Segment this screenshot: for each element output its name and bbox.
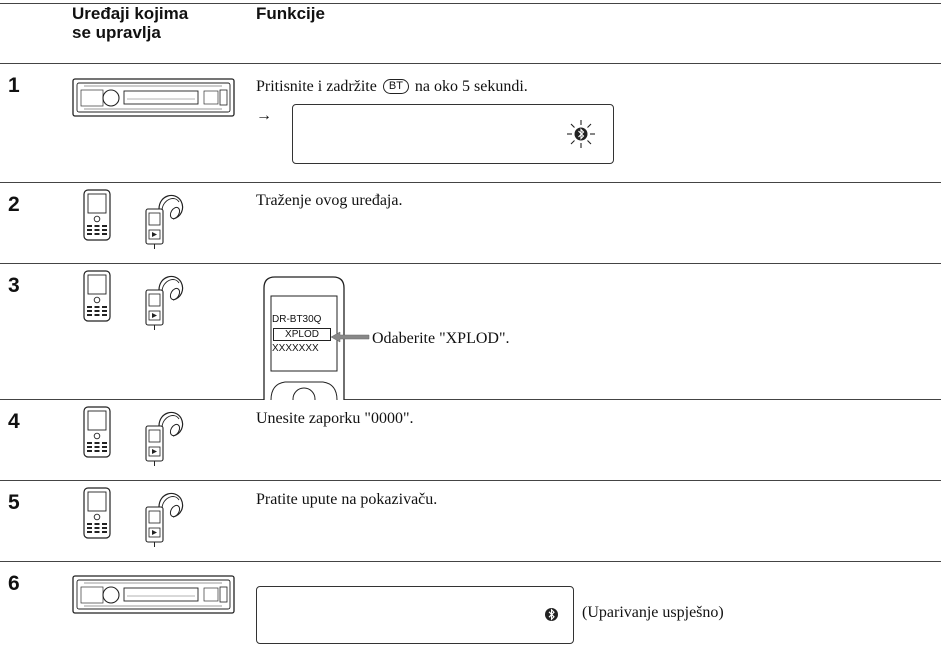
table-top-rule: [0, 3, 941, 4]
display-panel-6: [256, 586, 574, 644]
result-arrow: →: [256, 107, 272, 124]
step-1-instruction: Pritisnite i zadržite BT na oko 5 sekund…: [256, 78, 528, 96]
step-1-text-before: Pritisnite i zadržite: [256, 78, 377, 95]
devices-header-line1: Uređaji kojima: [72, 4, 189, 23]
step-3-text: Odaberite "XPLOD".: [372, 330, 510, 347]
row-rule-3: [0, 399, 941, 400]
step-number-2: 2: [8, 193, 20, 216]
display-panel-1: [292, 104, 614, 164]
step-number-5: 5: [8, 491, 20, 514]
step-4-text: Unesite zaporku "0000".: [256, 410, 414, 427]
step-2-text: Traženje ovog uređaja.: [256, 192, 403, 209]
phone-and-headphones-icon: [83, 406, 184, 467]
phone-and-headphones-icon: [83, 270, 184, 331]
row-rule-1: [0, 182, 941, 183]
devices-header-line2: se upravlja: [72, 23, 161, 42]
pairing-success-text: (Uparivanje uspješno): [582, 604, 724, 621]
phone-screen-line-2-selected: XPLOD: [273, 328, 331, 341]
pointer-arrow-icon: [330, 331, 370, 343]
phone-screen-line-1: DR-BT30Q: [272, 314, 322, 325]
bluetooth-blinking-icon: [567, 120, 595, 148]
car-stereo-icon: [72, 575, 235, 614]
functions-column-header: Funkcije: [256, 4, 325, 23]
step-number-4: 4: [8, 410, 20, 433]
devices-column-header: Uređaji kojima se upravlja: [72, 4, 188, 42]
step-number-3: 3: [8, 274, 20, 297]
phone-and-headphones-icon: [83, 487, 184, 548]
row-rule-4: [0, 480, 941, 481]
header-rule: [0, 63, 941, 64]
phone-screen-illustration: [263, 276, 345, 400]
step-1-text-after: na oko 5 sekundi.: [414, 78, 528, 95]
car-stereo-icon: [72, 78, 235, 117]
bt-button-label: BT: [382, 79, 409, 94]
row-rule-5: [0, 561, 941, 562]
row-rule-2: [0, 263, 941, 264]
step-number-6: 6: [8, 572, 20, 595]
step-number-1: 1: [8, 74, 20, 97]
step-5-text: Pratite upute na pokazivaču.: [256, 491, 438, 508]
bluetooth-icon: [545, 608, 558, 621]
phone-and-headphones-icon: [83, 189, 184, 250]
phone-screen-line-3: XXXXXXX: [272, 343, 319, 354]
